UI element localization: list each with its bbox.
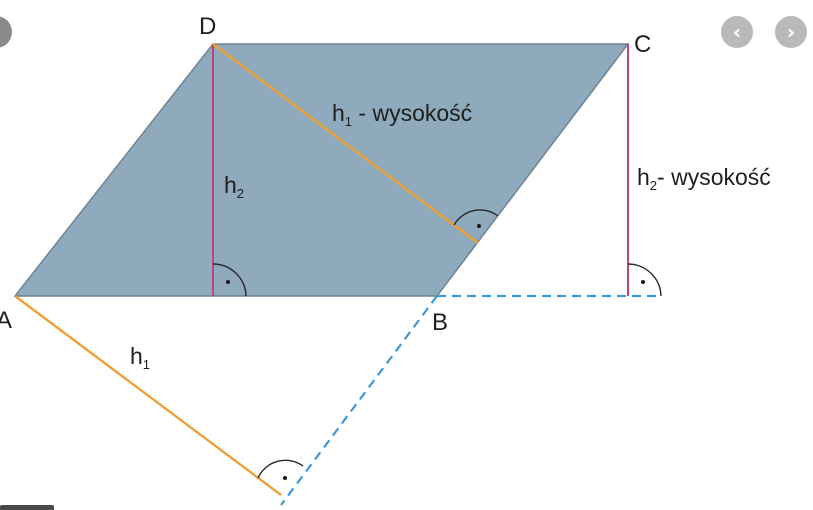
- vertex-label-d: D: [199, 13, 216, 40]
- height-h1-inner-label: h1 - wysokość: [332, 100, 472, 129]
- right-angle-marker-h1-outer: [257, 459, 304, 480]
- height-h2-outer-label: h2- wysokość: [637, 164, 771, 193]
- corner-badge: [0, 505, 54, 510]
- previous-image-partial-button[interactable]: [0, 16, 12, 48]
- parallelogram-abcd: [13, 43, 630, 297]
- height-h1-outer-line: [14, 295, 282, 496]
- vertex-label-c: C: [634, 31, 651, 58]
- chevron-left-icon: ‹: [732, 20, 742, 44]
- next-image-button[interactable]: ›: [775, 16, 807, 48]
- height-h2-inner-label: h2: [224, 172, 244, 201]
- vertex-label-a: A: [0, 307, 12, 334]
- vertex-label-b: B: [432, 309, 448, 336]
- height-h1-inner-line: [212, 43, 479, 244]
- chevron-right-icon: ›: [786, 20, 796, 44]
- dashed-extension-bc: [280, 295, 438, 506]
- right-angle-marker-h2-inner: [212, 263, 247, 297]
- right-angle-marker-h1-inner: [453, 209, 499, 228]
- right-angle-marker-h2-outer: [627, 263, 662, 297]
- height-h1-outer-label: h1: [130, 343, 150, 372]
- previous-image-button[interactable]: ‹: [721, 16, 753, 48]
